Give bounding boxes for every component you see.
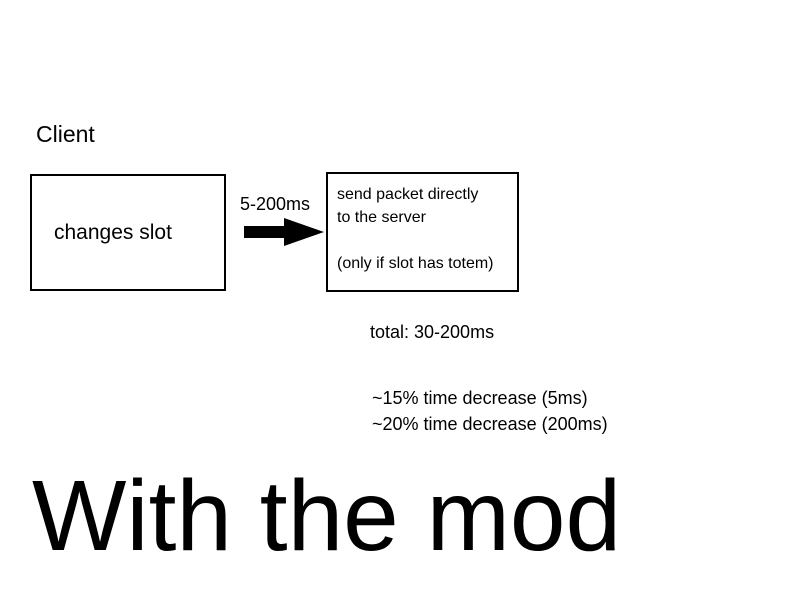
right-arrow-icon (244, 218, 324, 246)
transition-time-label: 5-200ms (240, 194, 311, 214)
send-packet-box: send packet directly to the server (only… (326, 172, 519, 292)
decrease-200ms-text: ~20% time decrease (200ms) (372, 414, 608, 434)
totem-condition-note: (only if slot has totem) (337, 255, 494, 272)
client-label: Client (36, 121, 95, 147)
decrease-5ms-text: ~15% time decrease (5ms) (372, 388, 588, 408)
changes-slot-text: changes slot (54, 221, 172, 244)
send-packet-line-1: send packet directly (337, 186, 479, 203)
total-time-text: total: 30-200ms (370, 322, 495, 342)
send-packet-line-2: to the server (337, 209, 426, 226)
page-title: With the mod (32, 460, 622, 572)
changes-slot-box: changes slot (30, 174, 226, 291)
